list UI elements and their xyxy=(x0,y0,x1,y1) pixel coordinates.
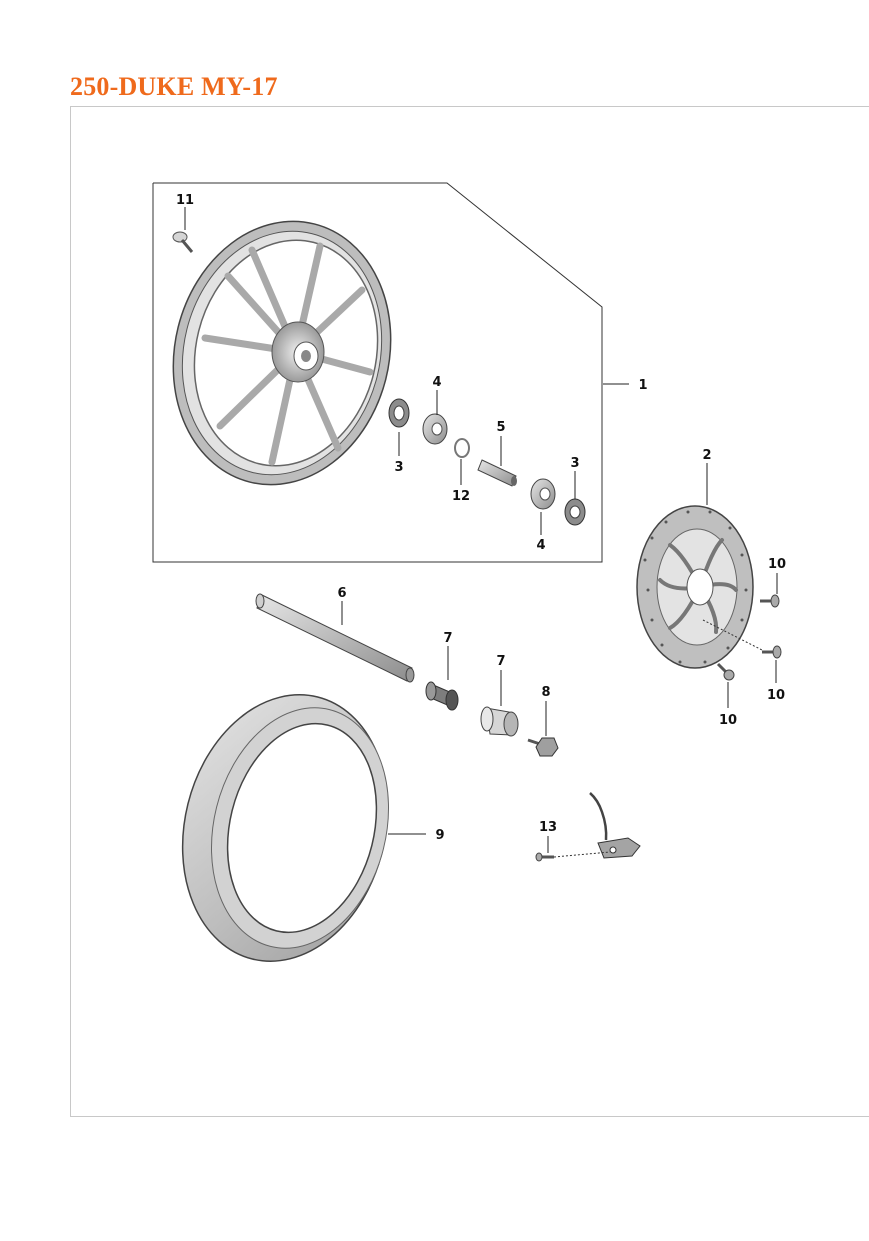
callout-7-b: 7 xyxy=(496,654,505,669)
spacer-part-b xyxy=(480,706,519,737)
wheel-rim-part xyxy=(172,220,392,486)
callout-11: 11 xyxy=(176,193,194,208)
collar-screw-part xyxy=(527,737,559,757)
callout-4-b: 4 xyxy=(536,538,545,553)
callout-10-c: 10 xyxy=(719,713,737,728)
disc-bolt-part xyxy=(760,594,780,608)
callout-6: 6 xyxy=(337,586,346,601)
shaft-seal-part xyxy=(388,398,410,428)
distance-sleeve-part xyxy=(477,459,517,487)
diagram-frame xyxy=(70,106,869,1117)
callout-8: 8 xyxy=(541,685,550,700)
wheel-spindle-part xyxy=(255,593,415,683)
page-title: 250-DUKE MY-17 xyxy=(70,72,278,101)
callout-9: 9 xyxy=(435,828,444,843)
valve-part xyxy=(172,231,194,253)
shaft-seal-part-b xyxy=(564,498,586,526)
bearing-part xyxy=(422,413,448,445)
callout-1: 1 xyxy=(638,378,647,393)
sensor-screw-part xyxy=(535,851,611,862)
callout-7: 7 xyxy=(443,631,452,646)
bearing-part-b xyxy=(530,478,556,510)
callout-5: 5 xyxy=(496,420,505,435)
callout-10: 10 xyxy=(768,557,786,572)
leader-lines xyxy=(184,207,778,853)
wheel-speed-sensor-part xyxy=(589,792,641,859)
spacer-part xyxy=(425,681,459,711)
callout-13: 13 xyxy=(539,820,557,835)
assembly-outline xyxy=(152,182,603,563)
disc-bolt-part-c xyxy=(716,662,735,681)
callout-3-b: 3 xyxy=(570,456,579,471)
brake-disc-part xyxy=(636,505,754,669)
callout-4: 4 xyxy=(432,375,441,390)
circlip-part xyxy=(454,438,470,458)
callout-2: 2 xyxy=(702,448,711,463)
tire-part xyxy=(181,694,390,962)
callout-10-b: 10 xyxy=(767,688,785,703)
callout-3: 3 xyxy=(394,460,403,475)
disc-bolt-part-b xyxy=(702,619,782,659)
callout-12: 12 xyxy=(452,489,470,504)
